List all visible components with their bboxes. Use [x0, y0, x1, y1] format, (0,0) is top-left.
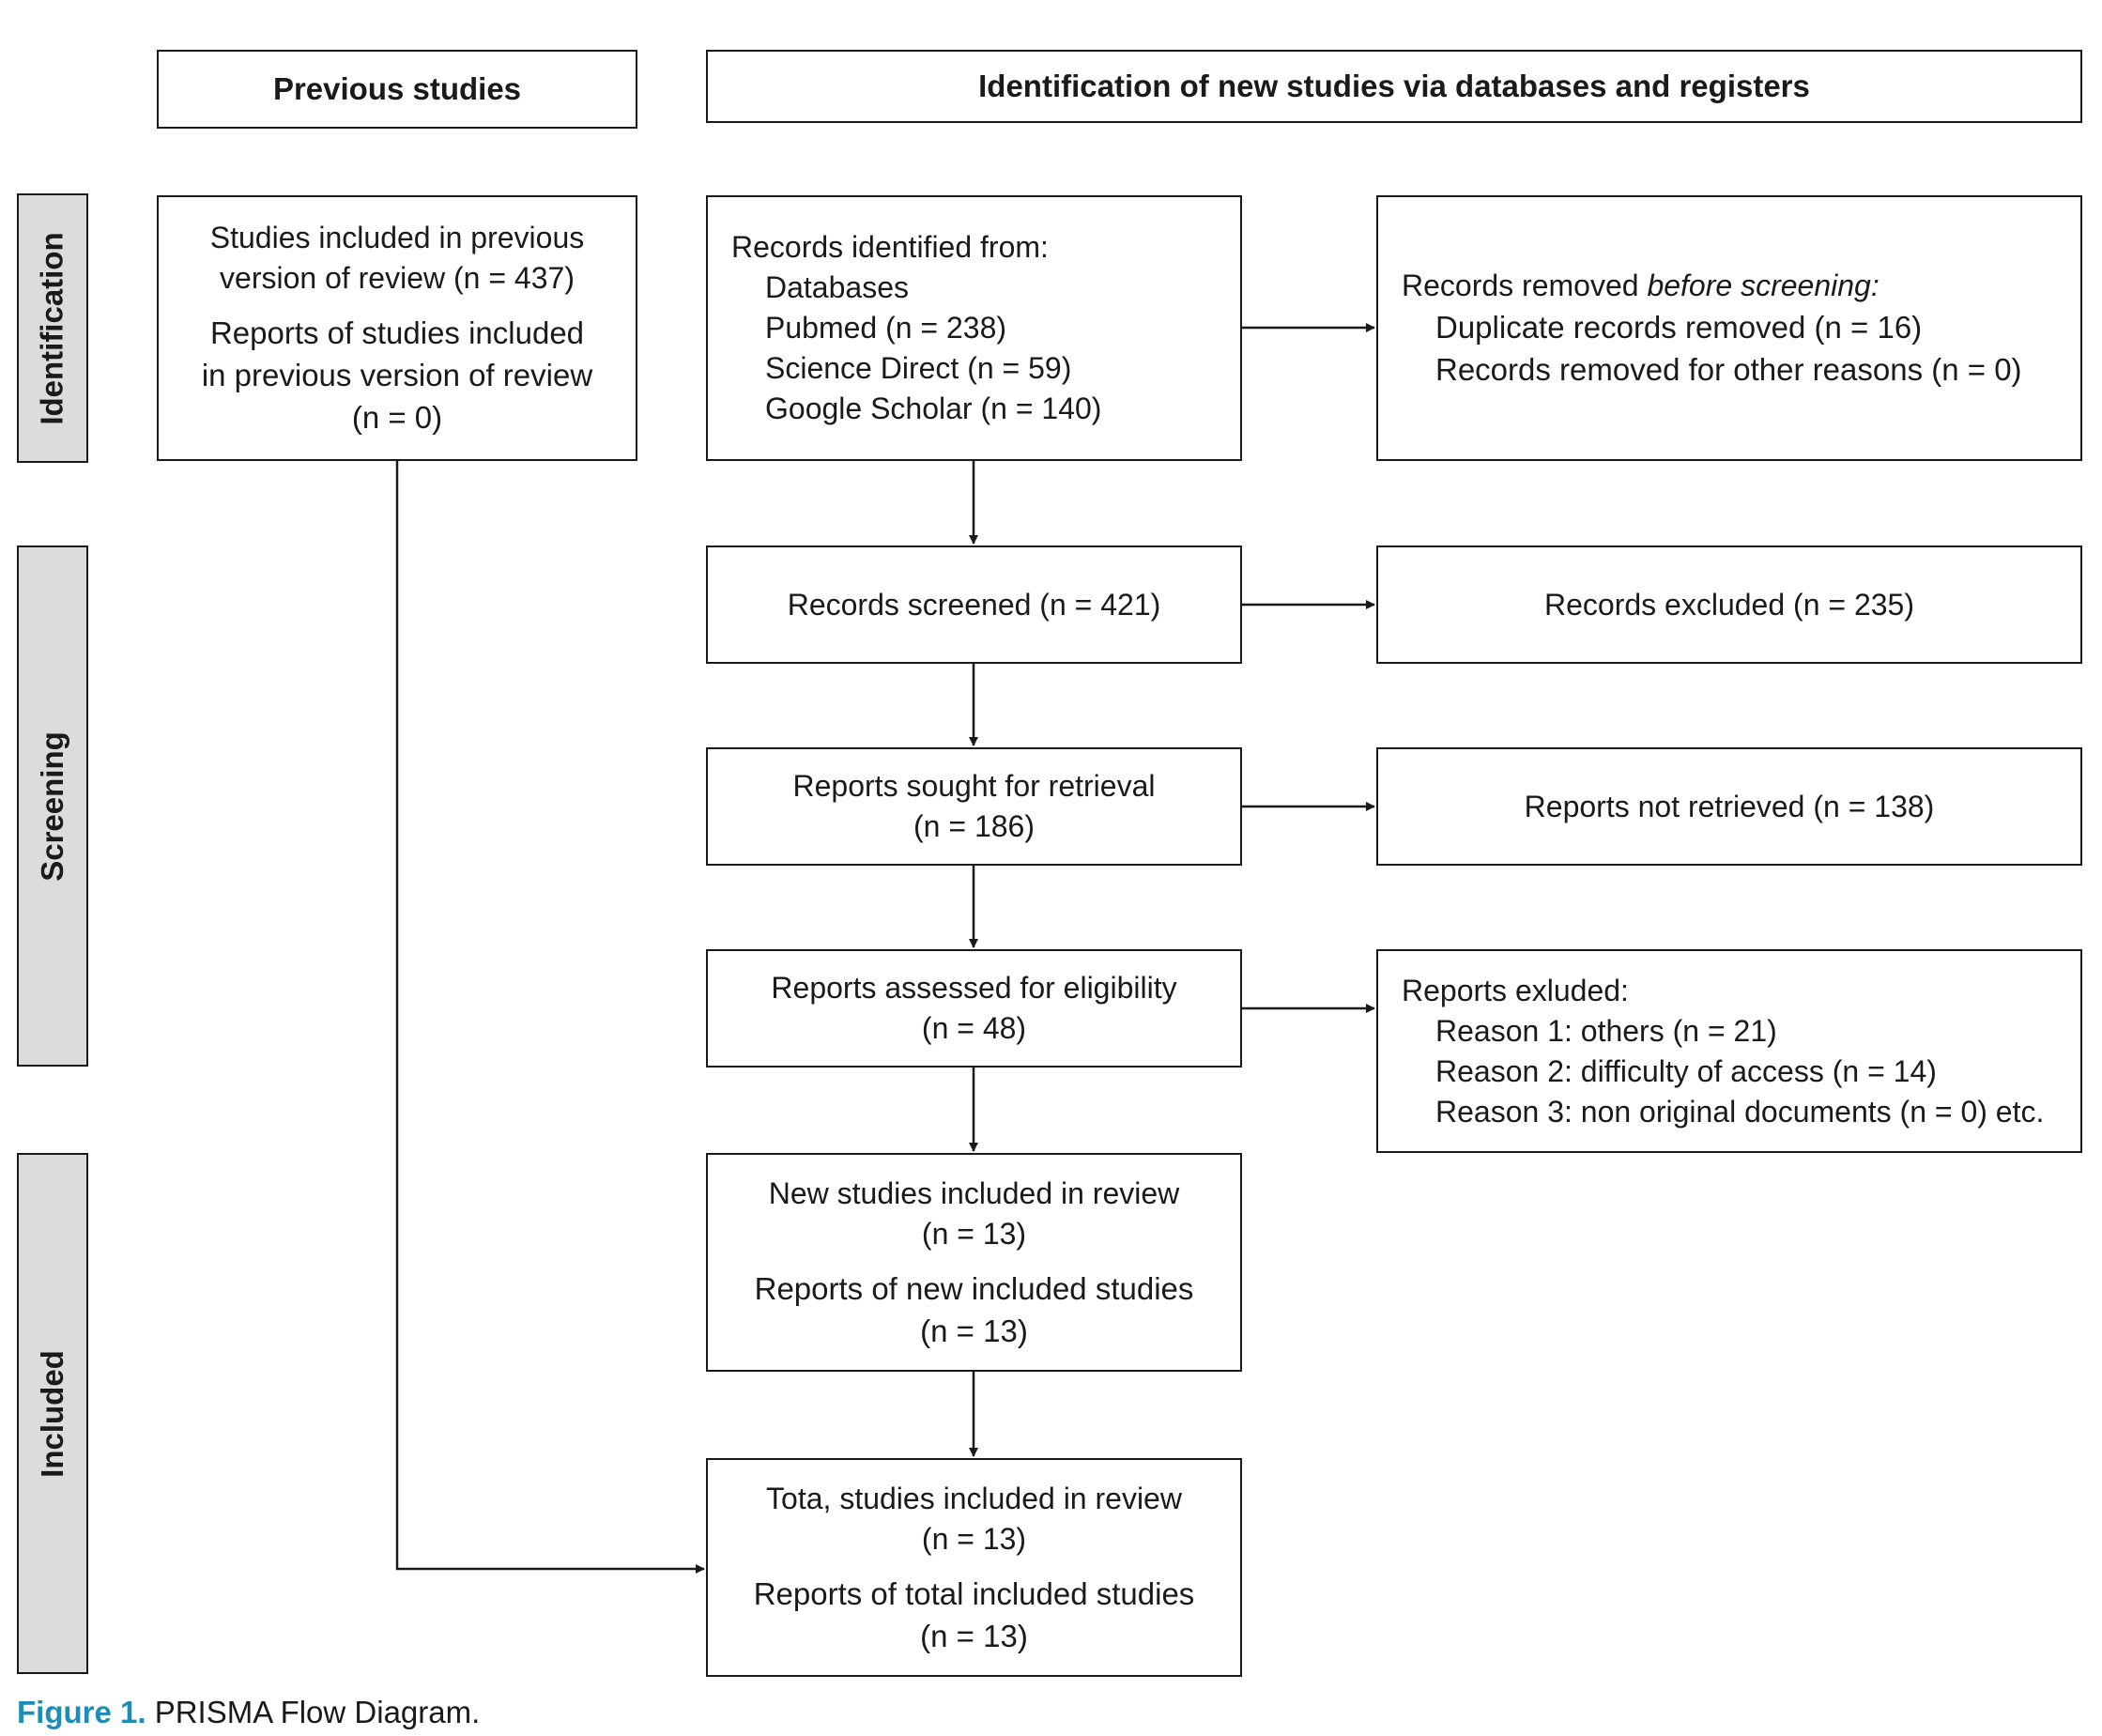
records-removed-heading-italic: before screening:	[1647, 269, 1880, 302]
reports-not-retrieved-box: Reports not retrieved (n = 138)	[1376, 747, 2082, 866]
new-studies-line: (n = 13)	[921, 1216, 1027, 1251]
records-screened-text: Records screened (n = 421)	[787, 587, 1161, 622]
previous-reports-line: (n = 0)	[351, 400, 443, 435]
figure-caption-label: Figure 1.	[17, 1695, 146, 1729]
reports-sought-line: (n = 186)	[913, 809, 1035, 843]
reports-excluded-reason: Reason 1: others (n = 21)	[1435, 1013, 1777, 1048]
arrow-previous-to-total-included	[395, 461, 705, 1574]
records-identified-item: Science Direct (n = 59)	[765, 351, 1072, 385]
records-excluded-box: Records excluded (n = 235)	[1376, 545, 2082, 664]
records-screened-box: Records screened (n = 421)	[706, 545, 1242, 664]
total-studies-included-box: Tota, studies included in review (n = 13…	[706, 1458, 1242, 1677]
previous-reports-line: in previous version of review	[201, 358, 593, 392]
records-removed-heading-plain: Records removed	[1402, 269, 1648, 302]
reports-not-retrieved-text: Reports not retrieved (n = 138)	[1524, 789, 1935, 823]
previous-studies-line: Studies included in previous	[209, 221, 585, 254]
reports-excluded-reason: Reason 3: non original documents (n = 0)…	[1435, 1094, 2045, 1129]
new-studies-header: Identification of new studies via databa…	[706, 50, 2082, 123]
total-studies-line: Tota, studies included in review	[766, 1481, 1182, 1515]
reports-assessed-line: (n = 48)	[921, 1011, 1027, 1045]
previous-studies-header-label: Previous studies	[272, 71, 522, 106]
previous-reports-line: Reports of studies included	[209, 315, 585, 350]
previous-studies-header: Previous studies	[157, 50, 637, 129]
reports-excluded-heading: Reports exluded:	[1402, 973, 1629, 1007]
new-studies-included-box: New studies included in review (n = 13) …	[706, 1153, 1242, 1372]
figure-caption: Figure 1. PRISMA Flow Diagram.	[17, 1695, 480, 1730]
new-studies-line: New studies included in review	[768, 1175, 1180, 1210]
previous-studies-box: Studies included in previous version of …	[157, 195, 637, 461]
reports-sought-box: Reports sought for retrieval (n = 186)	[706, 747, 1242, 866]
records-removed-heading: Records removed before screening:	[1402, 266, 2080, 306]
records-identified-item: Databases	[765, 270, 909, 304]
records-removed-item: Duplicate records removed (n = 16)	[1435, 310, 1923, 345]
records-removed-item: Records removed for other reasons (n = 0…	[1435, 352, 2022, 387]
phase-identification: Identification	[17, 193, 88, 463]
total-reports-line: (n = 13)	[920, 1618, 1028, 1653]
records-identified-heading: Records identified from:	[731, 230, 1049, 264]
records-identified-item: Google Scholar (n = 140)	[765, 392, 1102, 425]
reports-assessed-box: Reports assessed for eligibility (n = 48…	[706, 949, 1242, 1068]
phase-included: Included	[17, 1153, 88, 1674]
reports-excluded-reason: Reason 2: difficulty of access (n = 14)	[1435, 1053, 1937, 1088]
reports-assessed-line: Reports assessed for eligibility	[771, 971, 1177, 1005]
records-identified-box: Records identified from: Databases Pubme…	[706, 195, 1242, 461]
phase-screening: Screening	[17, 545, 88, 1067]
new-studies-header-label: Identification of new studies via databa…	[978, 69, 1810, 103]
previous-studies-line: version of review (n = 437)	[220, 261, 575, 295]
total-studies-line: (n = 13)	[921, 1521, 1027, 1556]
reports-sought-line: Reports sought for retrieval	[792, 769, 1156, 803]
new-reports-line: Reports of new included studies	[754, 1270, 1194, 1306]
reports-excluded-box: Reports exluded: Reason 1: others (n = 2…	[1376, 949, 2082, 1153]
records-identified-item: Pubmed (n = 238)	[765, 311, 1007, 345]
records-excluded-text: Records excluded (n = 235)	[1544, 587, 1914, 622]
records-removed-box: Records removed before screening: Duplic…	[1376, 195, 2082, 461]
total-reports-line: Reports of total included studies	[753, 1575, 1195, 1611]
figure-caption-text: PRISMA Flow Diagram.	[146, 1695, 481, 1729]
new-reports-line: (n = 13)	[920, 1313, 1028, 1348]
